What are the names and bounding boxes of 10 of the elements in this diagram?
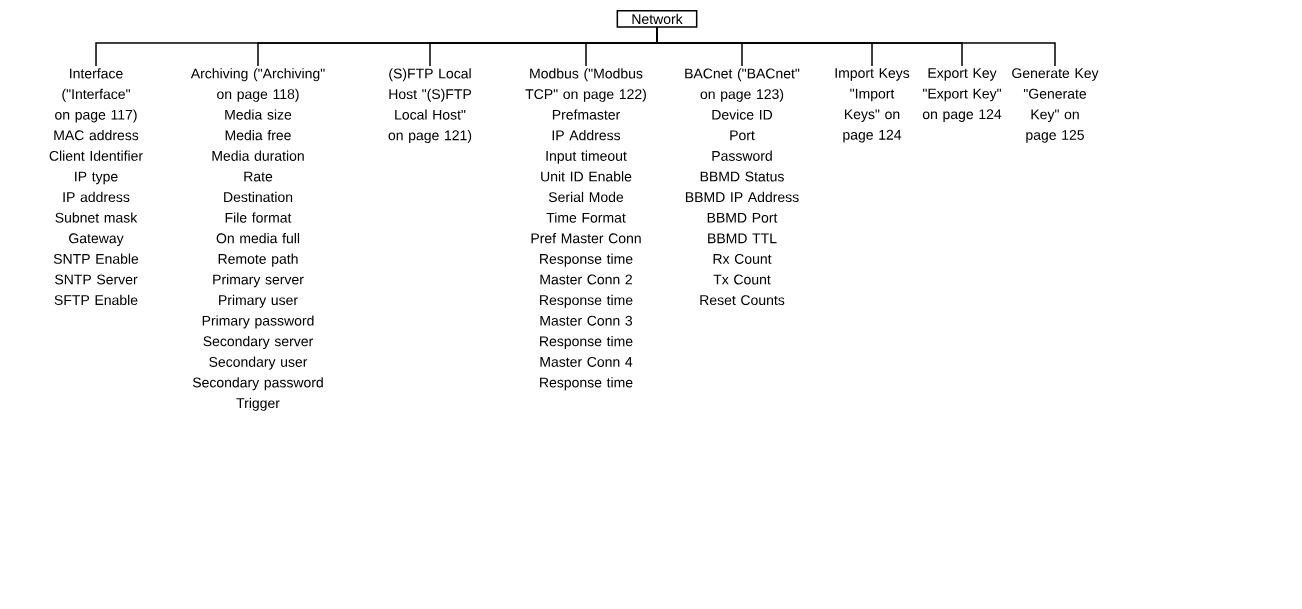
menu-item-list: Archiving ("Archiving" on page 118) Media size Media free Media duration Rate Destination File format On media full Remote path Primary server Primary user Primary password Secondary server Secondary user Secondary password Trigger <box>190 68 325 411</box>
menu-item-list: Import Keys "Import Keys" on page 124 <box>835 68 910 143</box>
menu-item-list: Modbus ("Modbus TCP" on page 122) Prefmaster IP Address Input timeout Unit ID Enable Serial Mode Time Format Pref Master Conn Response time Master Conn 2 Response time Master Conn 3 Response time Master Conn 4 Response time <box>525 68 646 391</box>
menu-item-list: Generate Key "Generate Key" on page 125 <box>1012 68 1099 143</box>
root-box: Network <box>616 10 698 28</box>
tree-connector <box>656 27 1056 67</box>
menu-item-list: Interface ("Interface" on page 117) MAC address Client Identifier IP type IP address Subnet mask Gateway SNTP Enable SNTP Server SFTP Enable <box>49 68 143 306</box>
menu-item-list: Export Key "Export Key" on page 124 <box>922 68 1002 122</box>
menu-item-list: (S)FTP Local Host "(S)FTP Local Host" on page 121) <box>388 68 472 144</box>
menu-item-list: BACnet ("BACnet" on page 123) Device ID Port Password BBMD Status BBMD IP Address BBMD Port BBMD TTL Rx Count Tx Count Reset Counts <box>685 68 800 306</box>
